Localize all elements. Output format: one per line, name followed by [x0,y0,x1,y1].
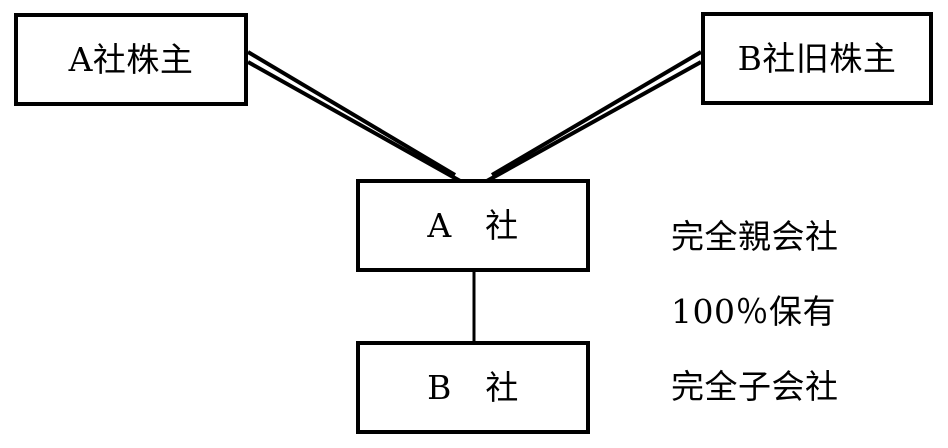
node-company-a-label: A 社 [427,206,519,245]
annotation-parent-company: 完全親会社 [671,217,839,256]
annotation-subsidiary: 完全子会社 [671,367,839,406]
node-a-shareholders[interactable]: A社株主 [14,13,248,106]
connector-a-shareholders-to-company-a [246,50,463,184]
annotation-holding-ratio: 100％保有 [671,292,836,331]
connector-b-old-shareholders-to-company-a [484,50,703,184]
node-company-b-label: B 社 [427,368,519,407]
node-b-old-shareholders[interactable]: B社旧株主 [701,12,933,105]
node-a-shareholders-label: A社株主 [68,40,194,79]
node-company-b[interactable]: B 社 [356,341,590,434]
node-b-old-shareholders-label: B社旧株主 [737,39,897,78]
node-company-a[interactable]: A 社 [356,179,590,272]
